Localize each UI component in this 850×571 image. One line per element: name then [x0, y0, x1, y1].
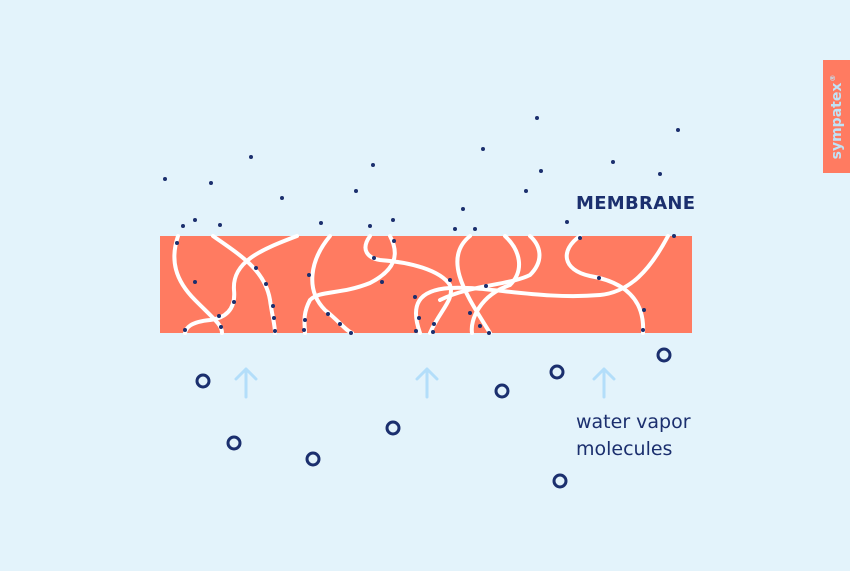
membrane-layer — [160, 236, 692, 333]
registered-mark: ® — [828, 74, 837, 82]
membrane-label: MEMBRANE — [576, 193, 696, 214]
brand-wordmark: sympatex® — [829, 74, 845, 159]
water-vapor-label-line2: molecules — [576, 438, 673, 460]
polymer-fibers — [172, 234, 670, 335]
brand-name: sympatex — [828, 82, 845, 159]
water-vapor-molecules — [195, 347, 672, 489]
water-molecules-dots — [163, 116, 680, 335]
up-arrow-icons — [234, 367, 616, 399]
water-vapor-label: water vapor molecules — [576, 409, 691, 463]
sympatex-logo: sympatex® — [823, 60, 850, 173]
water-vapor-label-line1: water vapor — [576, 411, 691, 433]
